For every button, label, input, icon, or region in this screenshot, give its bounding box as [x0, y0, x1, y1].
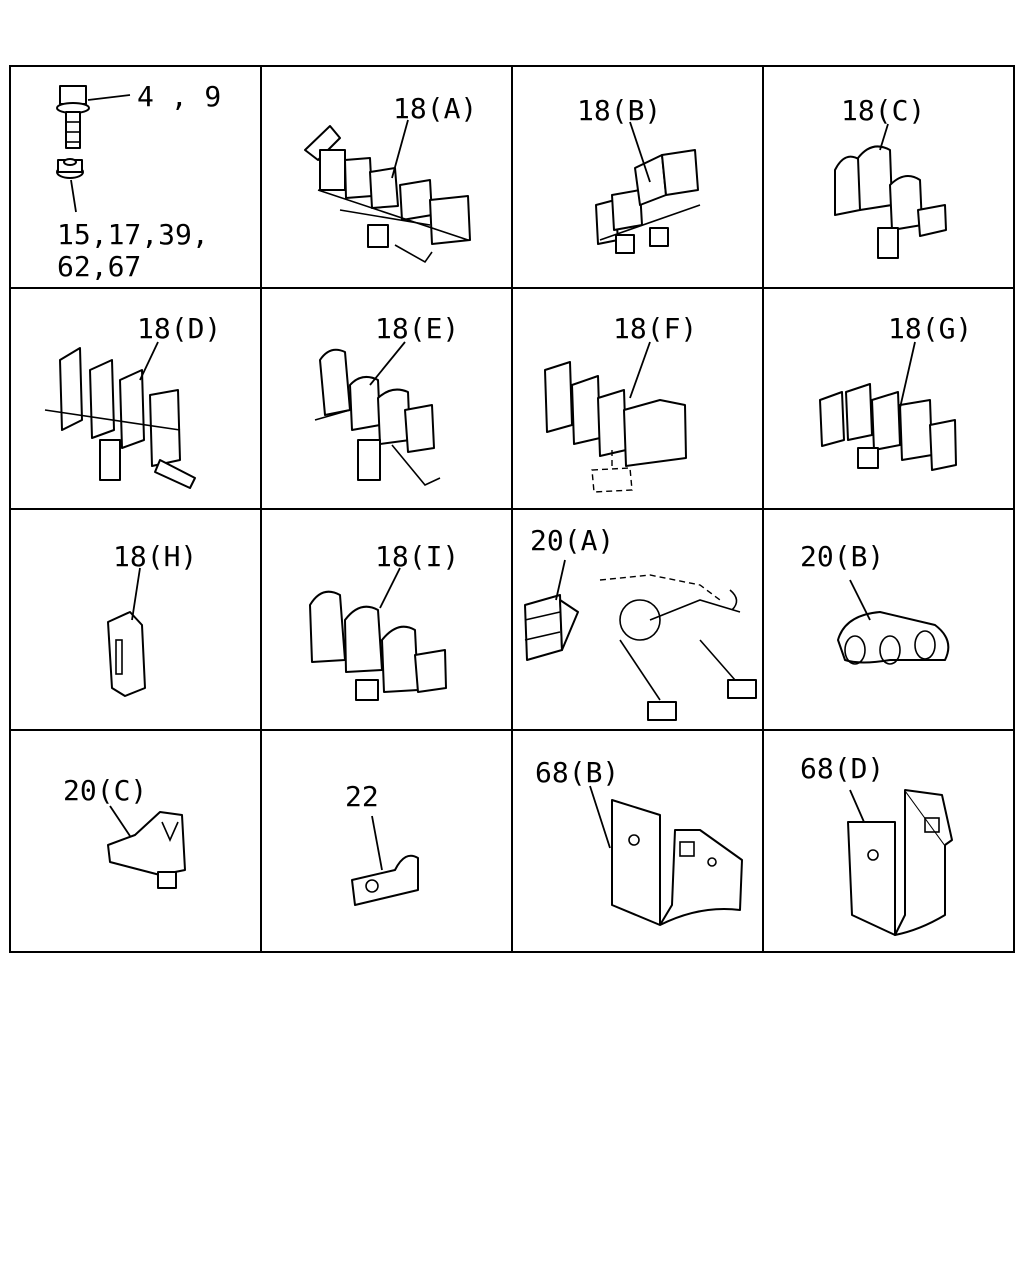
- cell-18b: 18(B): [577, 94, 701, 254]
- label-22: 22: [345, 780, 379, 813]
- label-15-17-39: 15,17,39,: [57, 218, 209, 251]
- bracket-22: [351, 854, 419, 906]
- pedal-assembly-sketch: [599, 574, 757, 721]
- clip-18b: [595, 149, 701, 254]
- cell-22: 22: [345, 780, 419, 906]
- clip-18d: [44, 347, 196, 489]
- clip-20c: [107, 811, 186, 889]
- clip-18g: [819, 383, 957, 471]
- label-20c: 20(C): [63, 774, 147, 807]
- cell-20b: 20(B): [800, 540, 950, 665]
- clip-18e: [314, 348, 441, 486]
- label-18i: 18(I): [375, 540, 459, 573]
- cell-68d: 68(D): [800, 752, 953, 936]
- label-62-67: 62,67: [57, 250, 141, 283]
- clip-20b: [837, 611, 950, 665]
- label-18c: 18(C): [841, 94, 925, 127]
- clip-18h: [107, 611, 146, 697]
- cell-20a: 20(A): [524, 524, 757, 721]
- flange-nut: [56, 158, 84, 179]
- cell-fasteners: 4 , 9 15,17,39, 62,67: [56, 80, 221, 283]
- clip-18c: [834, 145, 947, 259]
- clip-20a: [524, 594, 579, 661]
- cell-18e: 18(E): [314, 312, 459, 486]
- label-68d: 68(D): [800, 752, 884, 785]
- cell-18h: 18(H): [107, 540, 197, 697]
- flange-bolt: [56, 85, 90, 149]
- cell-20c: 20(C): [63, 774, 186, 889]
- label-18h: 18(H): [113, 540, 197, 573]
- bracket-68d: [847, 789, 953, 936]
- label-20a: 20(A): [530, 524, 614, 557]
- cell-18g: 18(G): [819, 312, 972, 471]
- label-68b: 68(B): [535, 756, 619, 789]
- cell-18f: 18(F): [544, 312, 697, 493]
- cell-18c: 18(C): [834, 94, 947, 259]
- label-18a: 18(A): [393, 92, 477, 125]
- cell-18a: 18(A): [304, 92, 477, 264]
- cell-18d: 18(D): [44, 312, 221, 489]
- label-18f: 18(F): [613, 312, 697, 345]
- label-18d: 18(D): [137, 312, 221, 345]
- clip-18f: [544, 361, 687, 493]
- bracket-68b: [611, 799, 743, 926]
- clip-18i: [309, 590, 447, 701]
- label-18e: 18(E): [375, 312, 459, 345]
- label-18b: 18(B): [577, 94, 661, 127]
- label-4-9: 4 , 9: [137, 80, 221, 113]
- cell-68b: 68(B): [535, 756, 743, 926]
- label-18g: 18(G): [888, 312, 972, 345]
- grid-lines: [9, 65, 1015, 953]
- clip-18a: [304, 125, 471, 264]
- label-20b: 20(B): [800, 540, 884, 573]
- cell-18i: 18(I): [309, 540, 459, 701]
